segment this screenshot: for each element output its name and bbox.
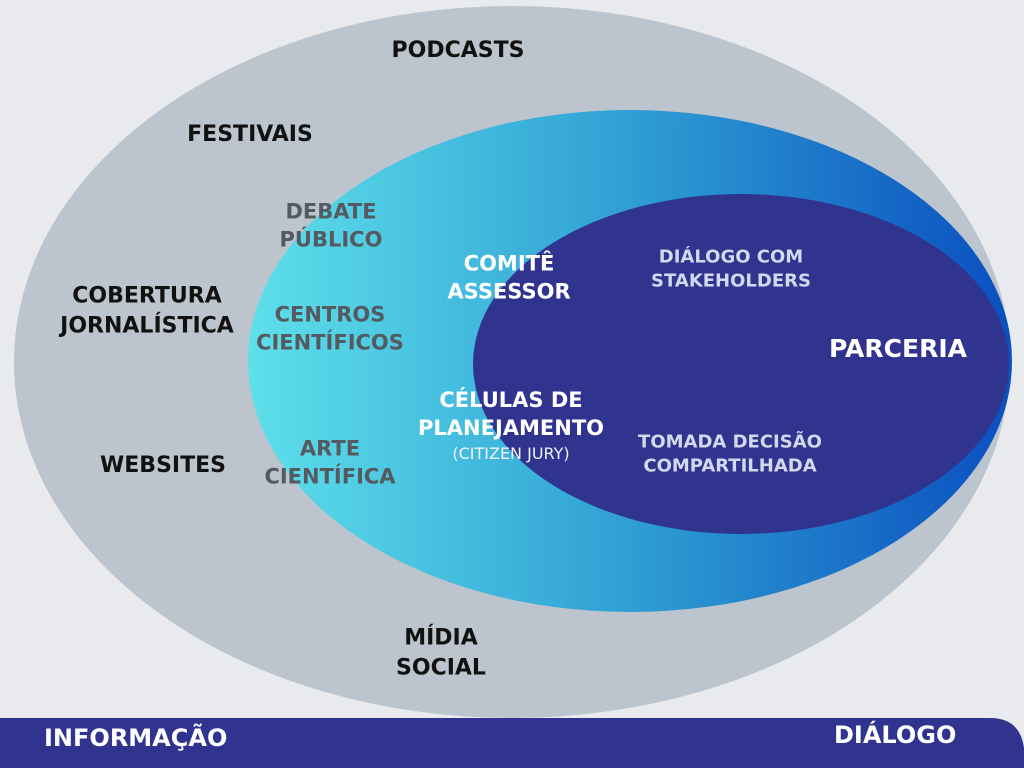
label-dialogo-stakeholders: DIÁLOGO COM STAKEHOLDERS — [651, 246, 811, 295]
label-cobertura-line2: JORNALÍSTICA — [60, 313, 234, 338]
label-citizen-jury: (CITIZEN JURY) — [452, 443, 570, 463]
label-celulas-line1: CÉLULAS DE — [439, 387, 583, 412]
label-websites: WEBSITES — [100, 453, 226, 479]
bar-label-informacao: INFORMAÇÃO — [44, 724, 228, 752]
label-celulas-line2: PLANEJAMENTO — [417, 416, 605, 441]
label-cobertura-line1: COBERTURA — [72, 283, 222, 309]
label-midia-line1: MÍDIA — [404, 625, 478, 651]
label-tomada-decisao: TOMADA DECISÃO COMPARTILHADA — [638, 431, 822, 480]
label-midia-line2: SOCIAL — [396, 655, 486, 680]
bar-label-dialogo: DIÁLOGO — [834, 721, 957, 749]
label-centros-line2: CIENTÍFICOS — [256, 331, 404, 355]
label-arte-cientifica: ARTE CIENTÍFICA — [264, 435, 395, 492]
label-comite-line1: COMITÊ — [463, 251, 555, 276]
label-debate-line2: PÚBLICO — [279, 228, 383, 252]
label-dialogo-line2: STAKEHOLDERS — [651, 271, 811, 292]
bottom-bar — [0, 718, 1024, 768]
label-podcasts: PODCASTS — [391, 38, 525, 64]
label-festivais: FESTIVAIS — [187, 122, 313, 148]
label-cobertura-jornalistica: COBERTURA JORNALÍSTICA — [60, 281, 234, 340]
label-centros-line1: CENTROS — [274, 302, 386, 327]
label-celulas-planejamento: CÉLULAS DE PLANEJAMENTO (CITIZEN JURY) — [418, 386, 604, 464]
label-parceria: PARCERIA — [829, 334, 967, 364]
label-arte-line2: CIENTÍFICA — [264, 465, 396, 489]
label-debate-line1: DEBATE — [285, 199, 377, 224]
label-tomada-line1: TOMADA DECISÃO — [638, 431, 822, 453]
label-centros-cientificos: CENTROS CIENTÍFICOS — [256, 301, 404, 358]
label-debate-publico: DEBATE PÚBLICO — [280, 198, 383, 255]
label-comite-assessor: COMITÊ ASSESSOR — [447, 250, 570, 307]
label-arte-line1: ARTE — [299, 436, 361, 461]
label-dialogo-line1: DIÁLOGO COM — [658, 246, 804, 268]
label-tomada-line2: COMPARTILHADA — [643, 456, 817, 477]
inner-ellipse-partnership — [473, 194, 1009, 534]
label-midia-social: MÍDIA SOCIAL — [396, 623, 486, 682]
label-comite-line2: ASSESSOR — [447, 280, 571, 304]
